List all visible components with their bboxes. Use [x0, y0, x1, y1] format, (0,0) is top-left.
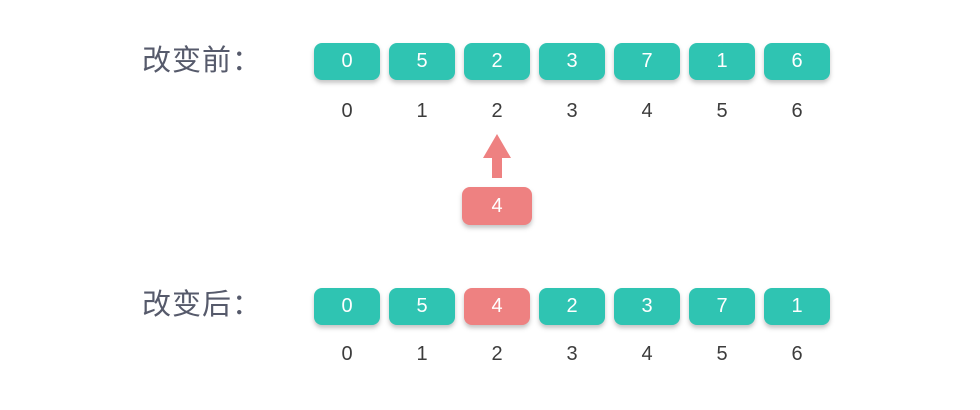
array-cell: 3 [539, 43, 605, 80]
index-label: 1 [416, 343, 428, 365]
index-label: 4 [641, 100, 653, 122]
array-cell: 5 [389, 288, 455, 325]
index-label: 2 [491, 100, 503, 122]
index-label: 6 [791, 343, 803, 365]
index-label: 6 [791, 100, 803, 122]
index-label: 5 [716, 100, 728, 122]
index-label: 4 [641, 343, 653, 365]
after-indices: 0 1 2 3 4 5 6 [314, 342, 830, 366]
index-label: 5 [716, 343, 728, 365]
array-cell: 0 [314, 43, 380, 80]
array-cell: 3 [614, 288, 680, 325]
before-indices: 0 1 2 3 4 5 6 [314, 99, 830, 123]
array-cell: 1 [689, 43, 755, 80]
array-cell: 5 [389, 43, 455, 80]
array-cell: 7 [614, 43, 680, 80]
after-label: 改变后： [141, 289, 262, 321]
index-label: 1 [416, 100, 428, 122]
index-label: 3 [566, 343, 578, 365]
array-cell: 2 [464, 43, 530, 80]
array-cell: 4 [464, 288, 530, 325]
index-label: 0 [341, 343, 353, 365]
before-label: 改变前： [141, 45, 262, 77]
array-cell: 6 [764, 43, 830, 80]
index-label: 0 [341, 100, 353, 122]
up-arrow-shape [483, 134, 511, 178]
array-cell: 0 [314, 288, 380, 325]
array-cell: 1 [764, 288, 830, 325]
up-arrow-icon [483, 134, 511, 178]
array-cell: 2 [539, 288, 605, 325]
array-cell: 7 [689, 288, 755, 325]
index-label: 2 [491, 343, 503, 365]
index-label: 3 [566, 100, 578, 122]
insert-value-box: 4 [462, 187, 532, 225]
